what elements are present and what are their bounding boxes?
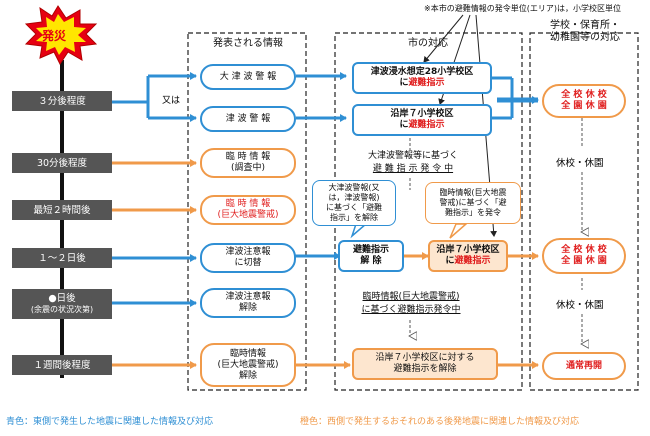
stage-label: ３分後程度 <box>38 95 86 107</box>
info-chuiho-kaijo: 津波注意報 解除 <box>200 288 296 318</box>
box-text: 解除 <box>238 370 257 381</box>
stage-label: 最短２時間後 <box>33 204 91 216</box>
legend-orange: 橙色：西側で発生するおそれのある後発地震に関連した情報及び対応 <box>300 417 580 427</box>
box-text-line2: に避難指示 <box>399 78 444 89</box>
stage-30min: 30分後程度 <box>12 153 112 173</box>
burst-icon <box>24 5 98 65</box>
hassai-label: 発災 <box>42 29 67 43</box>
box-text: (巨大地震警戒) <box>217 210 279 220</box>
box-text: 全 校 休 校 <box>561 90 607 100</box>
hinan-shiji-text: 避難指示 <box>408 120 445 130</box>
box-text: 臨 時 情 報 <box>225 152 271 162</box>
box-text: 全 校 休 校 <box>561 245 607 255</box>
box-text: 大 津 波 警 報 <box>219 71 277 82</box>
top-note: ※本市の避難情報の発令単位(エリア)は，小学校区単位 <box>424 4 621 13</box>
hinan-shiji-text: 避難指示 <box>408 78 445 88</box>
city-box-28-shogakku: 津波浸水想定28小学校区 に避難指示 <box>352 62 492 94</box>
box-text: 避難指示を解除 <box>393 364 457 374</box>
column-header-school-line1: 学校・保育所・ <box>550 20 620 31</box>
callout-text: 大津波警報(又 <box>328 183 380 192</box>
callout-text: は，津波警報) <box>328 193 380 202</box>
box-text: 臨時情報 <box>229 348 266 359</box>
info-tsunami-keiho: 津 波 警 報 <box>200 106 296 132</box>
box-text: 津波浸水想定28小学校区 <box>370 67 474 77</box>
hinan-shiji-text: 避難指示 <box>454 256 491 266</box>
callout-text: 警戒)に基づく「避 <box>439 198 507 207</box>
status-text: 臨時情報(巨大地震警戒) <box>362 292 460 302</box>
callout-tsunami-kaijo: 大津波警報(又 は，津波警報) に基づく「避難 指示」を解除 <box>312 180 396 226</box>
callout-text: 難指示」を発令 <box>445 208 501 217</box>
school-kyuko-kyuen-1: 休校・休園 <box>556 158 604 169</box>
info-chuiho-kirikae: 津波注意報 に切替 <box>200 243 296 273</box>
box-text: に <box>445 256 455 266</box>
city-status-text-2: 臨時情報(巨大地震警戒) に基づく避難指示発令中 <box>348 291 474 317</box>
stage-label: 30分後程度 <box>36 157 88 169</box>
callout-text: に基づく「避難 <box>326 203 382 212</box>
box-text: 解 除 <box>360 256 382 266</box>
column-header-school: 学校・保育所・ 幼稚園等の対応 <box>536 20 634 44</box>
box-text: 臨 時 情 報 <box>225 199 271 209</box>
box-text: に <box>399 120 409 130</box>
box-text: に切替 <box>234 258 262 268</box>
box-text: 沿岸７小学校区 <box>390 109 454 119</box>
box-text: (巨大地震警戒) <box>217 359 279 370</box>
box-text: 避難指示 <box>352 245 389 255</box>
or-label: 又は <box>162 96 181 106</box>
box-text: 全 園 休 園 <box>561 256 607 266</box>
city-box-hinan-kaijo: 避難指示 解 除 <box>338 240 404 272</box>
status-text: 大津波警報等に基づく <box>367 151 458 161</box>
stage-days: ●日後 (余震の状況次第) <box>12 289 112 319</box>
column-header-info: 発表される情報 <box>213 38 283 49</box>
callout-rinji-hatsurei: 臨時情報(巨大地震 警戒)に基づく「避 難指示」を発令 <box>425 182 521 224</box>
stage-2h: 最短２時間後 <box>12 200 112 220</box>
status-text: に基づく避難指示発令中 <box>361 305 461 315</box>
box-text: 津波注意報 <box>225 247 271 257</box>
info-rinji-kaijo: 臨時情報 (巨大地震警戒) 解除 <box>200 343 296 387</box>
stage-3min: ３分後程度 <box>12 91 112 111</box>
box-text: 沿岸７小学校区に対する <box>375 353 475 363</box>
box-text-line2: に避難指示 <box>399 120 444 131</box>
stage-label: １週間後程度 <box>33 359 91 371</box>
stage-label: １～２日後 <box>38 252 86 264</box>
column-header-city: 市の対応 <box>408 38 448 49</box>
box-text: に <box>399 78 409 88</box>
box-text: 沿岸７小学校区 <box>436 245 500 255</box>
stage-1week: １週間後程度 <box>12 355 112 375</box>
school-kyuko-kyuen-2: 休校・休園 <box>556 300 604 311</box>
info-rinji-chosachu: 臨 時 情 報 (調査中) <box>200 148 296 178</box>
city-box-engan-7-kaijo: 沿岸７小学校区に対する 避難指示を解除 <box>352 348 498 380</box>
info-otsunami-keiho: 大 津 波 警 報 <box>200 64 296 90</box>
city-box-engan-7: 沿岸７小学校区 に避難指示 <box>352 104 492 136</box>
school-zenko-kyuko-2: 全 校 休 校 全 園 休 園 <box>542 238 626 274</box>
stage-1-2days: １～２日後 <box>12 248 112 268</box>
school-tsujo-saikai: 通常再開 <box>542 352 626 380</box>
box-text-line2: に避難指示 <box>445 256 490 267</box>
city-box-engan-7-rinji: 沿岸７小学校区 に避難指示 <box>428 240 508 272</box>
stage-label: ●日後 <box>48 293 76 304</box>
box-text: 全 園 休 園 <box>561 101 607 111</box>
box-text: 解除 <box>238 303 257 313</box>
box-text: 通常再開 <box>565 360 602 371</box>
stage-sublabel: (余震の状況次第) <box>30 305 94 314</box>
status-text: 避 難 指 示 発 令 中 <box>372 164 454 174</box>
city-status-text-1: 大津波警報等に基づく 避 難 指 示 発 令 中 <box>358 150 468 176</box>
legend-blue: 青色：東側で発生した地震に関連した情報及び対応 <box>6 417 214 427</box>
callout-text: 指示」を解除 <box>330 213 378 222</box>
school-zenko-kyuko-1: 全 校 休 校 全 園 休 園 <box>542 84 626 118</box>
box-text: (調査中) <box>230 163 266 173</box>
box-text: 津波注意報 <box>225 292 271 302</box>
box-text: 津 波 警 報 <box>225 113 271 124</box>
info-rinji-kyodai: 臨 時 情 報 (巨大地震警戒) <box>200 195 296 225</box>
callout-text: 臨時情報(巨大地震 <box>439 188 507 197</box>
column-header-school-line2: 幼稚園等の対応 <box>550 32 620 43</box>
